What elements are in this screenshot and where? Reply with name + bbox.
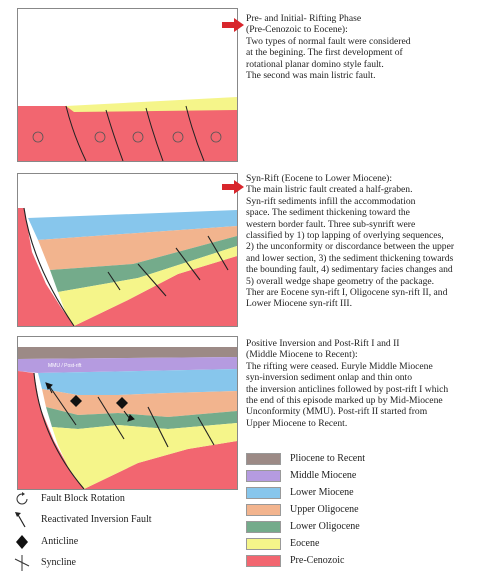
lower-oligocene-layer [46, 407, 237, 429]
legend-item: Pre-Cenozoic [246, 554, 476, 568]
inversion-cross-section: MMU / Post-rift [18, 337, 237, 489]
legend-label: Middle Miocene [290, 470, 357, 481]
legend-item: Lower Oligocene [246, 520, 476, 534]
lower-miocene-layer [38, 369, 237, 395]
pre-cenozoic-layer [18, 106, 237, 161]
legend-item: Pliocene to Recent [246, 452, 476, 466]
faults [33, 372, 215, 489]
lower-miocene-layer [28, 210, 237, 240]
symbol-item: Reactivated Inversion Fault [13, 511, 223, 529]
symbol-label: Reactivated Inversion Fault [41, 514, 152, 525]
legend-swatch [246, 555, 281, 567]
symbol-label: Anticline [41, 536, 79, 547]
inversion-arrows [45, 382, 135, 422]
legend-item: Upper Oligocene [246, 503, 476, 517]
symbol-label: Fault Block Rotation [41, 493, 125, 504]
pre-cenozoic-layer [18, 208, 74, 326]
middle-miocene-layer [18, 357, 237, 373]
legend-item: Middle Miocene [246, 469, 476, 483]
pre-rift-description: Pre- and Initial- Rifting Phase (Pre-Cen… [246, 13, 411, 82]
symbol-item: Syncline [13, 554, 223, 572]
upper-oligocene-layer [42, 389, 237, 417]
pre-rift-cross-section [18, 9, 237, 161]
symbol-label: Syncline [41, 557, 76, 568]
upper-oligocene-layer [38, 226, 237, 270]
anticline-icon [16, 535, 28, 549]
inversion-description: Positive Inversion and Post-Rift I and I… [246, 338, 449, 429]
legend-swatch [246, 453, 281, 465]
panel-pre-rift [17, 8, 238, 162]
legend-label: Pre-Cenozoic [290, 555, 345, 566]
legend-item: Eocene [246, 537, 476, 551]
legend-item: Lower Miocene [246, 486, 476, 500]
legend-label: Pliocene to Recent [290, 453, 365, 464]
mmu-label: MMU / Post-rift [48, 363, 82, 369]
legend-swatch [246, 538, 281, 550]
legend-label: Lower Miocene [290, 487, 354, 498]
symbol-item: Fault Block Rotation [13, 490, 223, 508]
legend-label: Upper Oligocene [290, 504, 359, 515]
arrow-icon [222, 18, 244, 32]
legend-label: Eocene [290, 538, 320, 549]
arrow-icon [222, 180, 244, 194]
symbol-item: Anticline [13, 533, 223, 551]
eocene-layer [52, 423, 237, 489]
rotation-icon [16, 492, 28, 505]
panel-inversion: MMU / Post-rift [17, 336, 238, 490]
syn-rift-cross-section [18, 174, 237, 326]
legend-label: Lower Oligocene [290, 521, 360, 532]
legend-swatch [246, 470, 281, 482]
syn-rift-description: Syn-Rift (Eocene to Lower Miocene): The … [246, 173, 455, 310]
faults [65, 105, 205, 161]
panel-syn-rift [17, 173, 238, 327]
legend-swatch [246, 487, 281, 499]
anticline-markers [70, 395, 128, 409]
legend-swatch [246, 504, 281, 516]
inversion-fault-icon [15, 512, 26, 528]
eocene-layer [58, 246, 237, 326]
rotation-symbols [32, 131, 222, 143]
legend-swatch [246, 521, 281, 533]
pre-cenozoic-layer [18, 371, 84, 489]
syncline-icon [14, 555, 30, 571]
faults [23, 207, 229, 326]
pre-cenozoic-layer-right [74, 256, 237, 326]
eocene-layer [66, 97, 237, 112]
pre-cenozoic-layer-right [84, 441, 237, 489]
lower-oligocene-layer [50, 236, 237, 292]
pliocene-layer [18, 347, 237, 359]
